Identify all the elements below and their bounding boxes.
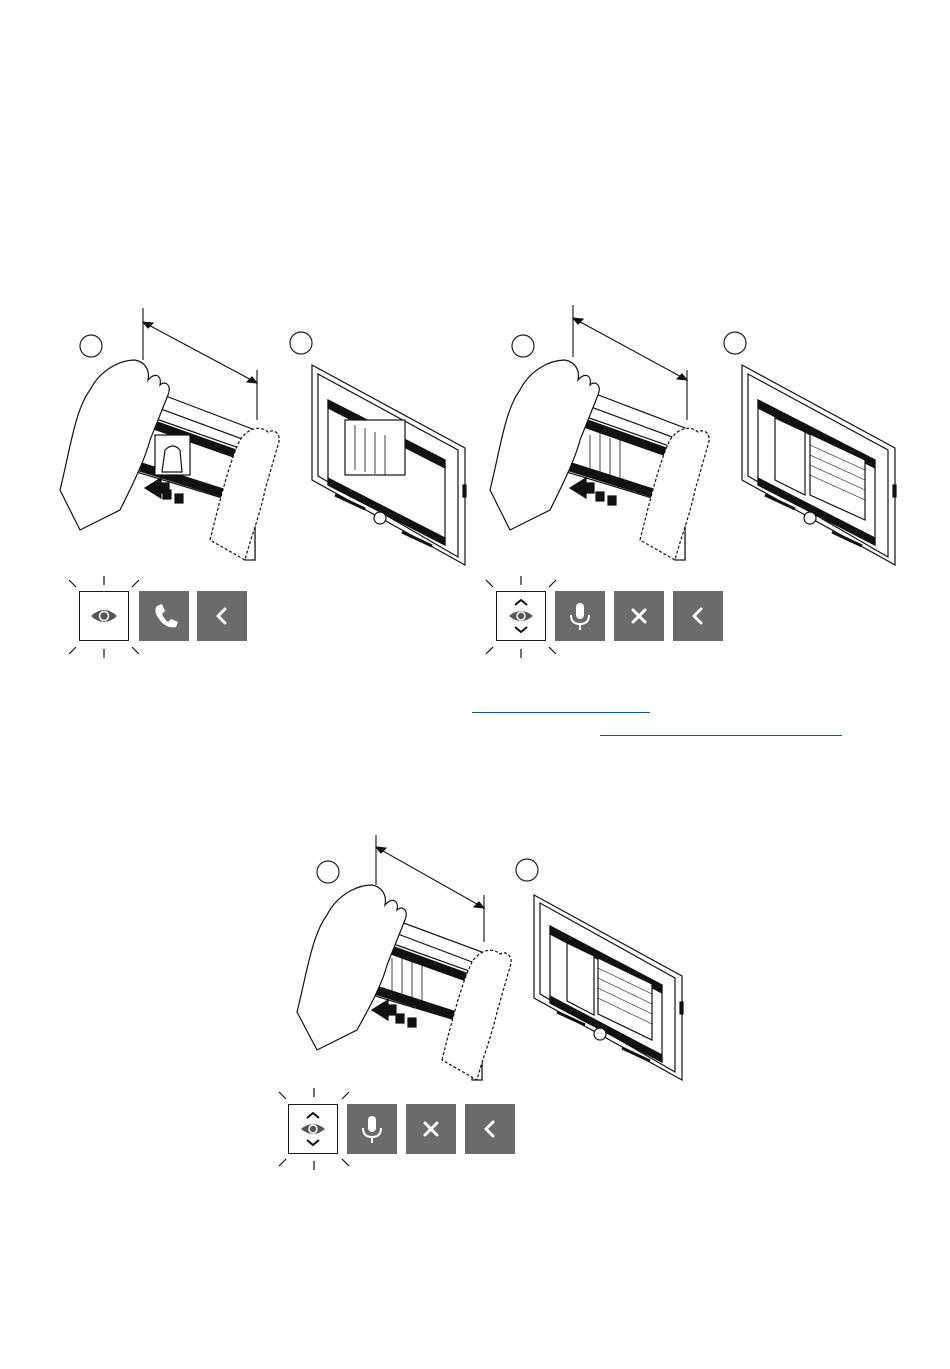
figure-1-illustration bbox=[50, 300, 480, 590]
monitor-front-view bbox=[742, 365, 896, 565]
step-circle-1 bbox=[80, 335, 102, 357]
microphone-icon bbox=[555, 591, 605, 641]
link-underline-2[interactable] bbox=[600, 735, 842, 736]
eye-icon bbox=[79, 591, 129, 641]
figure-2-illustration bbox=[470, 300, 900, 590]
microphone-button[interactable] bbox=[347, 1104, 397, 1154]
step-circle-2 bbox=[516, 859, 538, 881]
button-row-1 bbox=[79, 591, 247, 641]
monitor-front-view bbox=[312, 365, 466, 565]
monitor-with-hands bbox=[490, 360, 709, 560]
monitor-with-hands bbox=[60, 360, 279, 560]
step-circle-2 bbox=[290, 332, 312, 354]
view-cycle-button[interactable] bbox=[496, 591, 546, 641]
close-icon bbox=[614, 591, 664, 641]
monitor-with-hands bbox=[297, 885, 511, 1080]
view-button[interactable] bbox=[79, 591, 129, 641]
button-row-3 bbox=[288, 1104, 515, 1154]
chevron-left-icon bbox=[465, 1104, 515, 1154]
monitor-front-view bbox=[534, 895, 683, 1080]
microphone-button[interactable] bbox=[555, 591, 605, 641]
phone-icon bbox=[139, 591, 189, 641]
close-button[interactable] bbox=[614, 591, 664, 641]
close-icon bbox=[406, 1104, 456, 1154]
eye-cycle-icon bbox=[288, 1104, 338, 1154]
step-circle-1 bbox=[317, 861, 339, 883]
step-circle-2 bbox=[724, 332, 746, 354]
close-button[interactable] bbox=[406, 1104, 456, 1154]
button-row-2 bbox=[496, 591, 723, 641]
figure-3-illustration bbox=[282, 830, 692, 1100]
microphone-icon bbox=[347, 1104, 397, 1154]
view-cycle-button[interactable] bbox=[288, 1104, 338, 1154]
back-button[interactable] bbox=[197, 591, 247, 641]
eye-cycle-icon bbox=[496, 591, 546, 641]
chevron-left-icon bbox=[673, 591, 723, 641]
back-button[interactable] bbox=[673, 591, 723, 641]
back-button[interactable] bbox=[465, 1104, 515, 1154]
link-underline-1[interactable] bbox=[472, 712, 650, 713]
call-button[interactable] bbox=[139, 591, 189, 641]
chevron-left-icon bbox=[197, 591, 247, 641]
step-circle-1 bbox=[512, 335, 534, 357]
